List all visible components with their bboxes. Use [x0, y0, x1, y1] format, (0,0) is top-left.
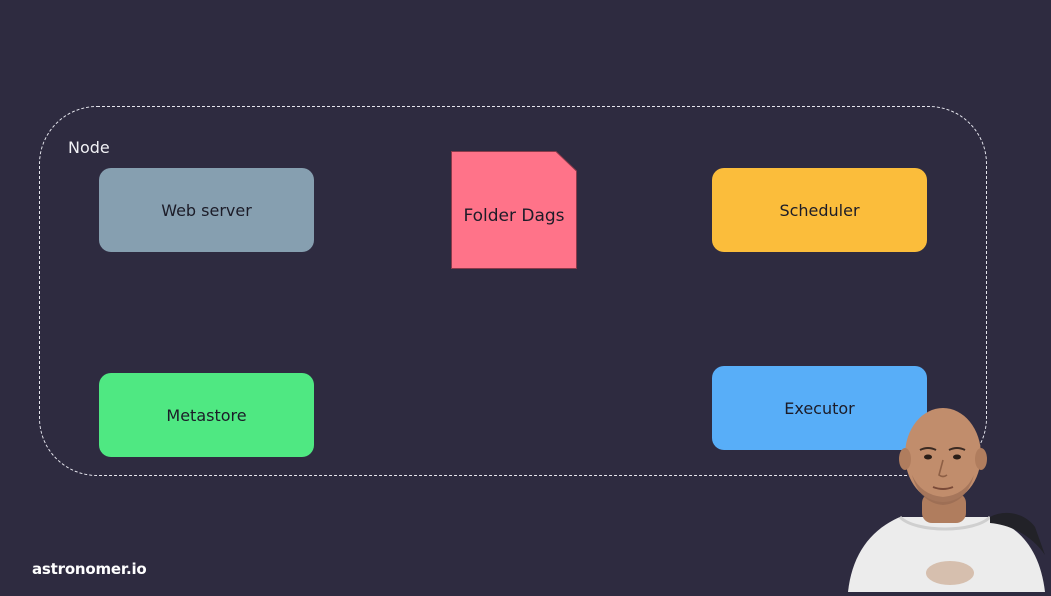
web-server-label: Web server	[161, 200, 252, 220]
folder-dags-shape	[451, 151, 577, 269]
brand-watermark: astronomer.io	[32, 560, 147, 578]
node-label: Node	[68, 138, 110, 157]
web-server-box: Web server	[99, 168, 314, 252]
node-container	[39, 106, 987, 476]
folder-dags-note: Folder Dags	[451, 151, 577, 269]
metastore-label: Metastore	[166, 405, 247, 425]
executor-box: Executor	[712, 366, 927, 450]
presenter-video-overlay	[840, 405, 1051, 592]
scheduler-box: Scheduler	[712, 168, 927, 252]
scheduler-label: Scheduler	[779, 200, 860, 220]
metastore-box: Metastore	[99, 373, 314, 457]
folder-dags-label: Folder Dags	[463, 206, 565, 226]
